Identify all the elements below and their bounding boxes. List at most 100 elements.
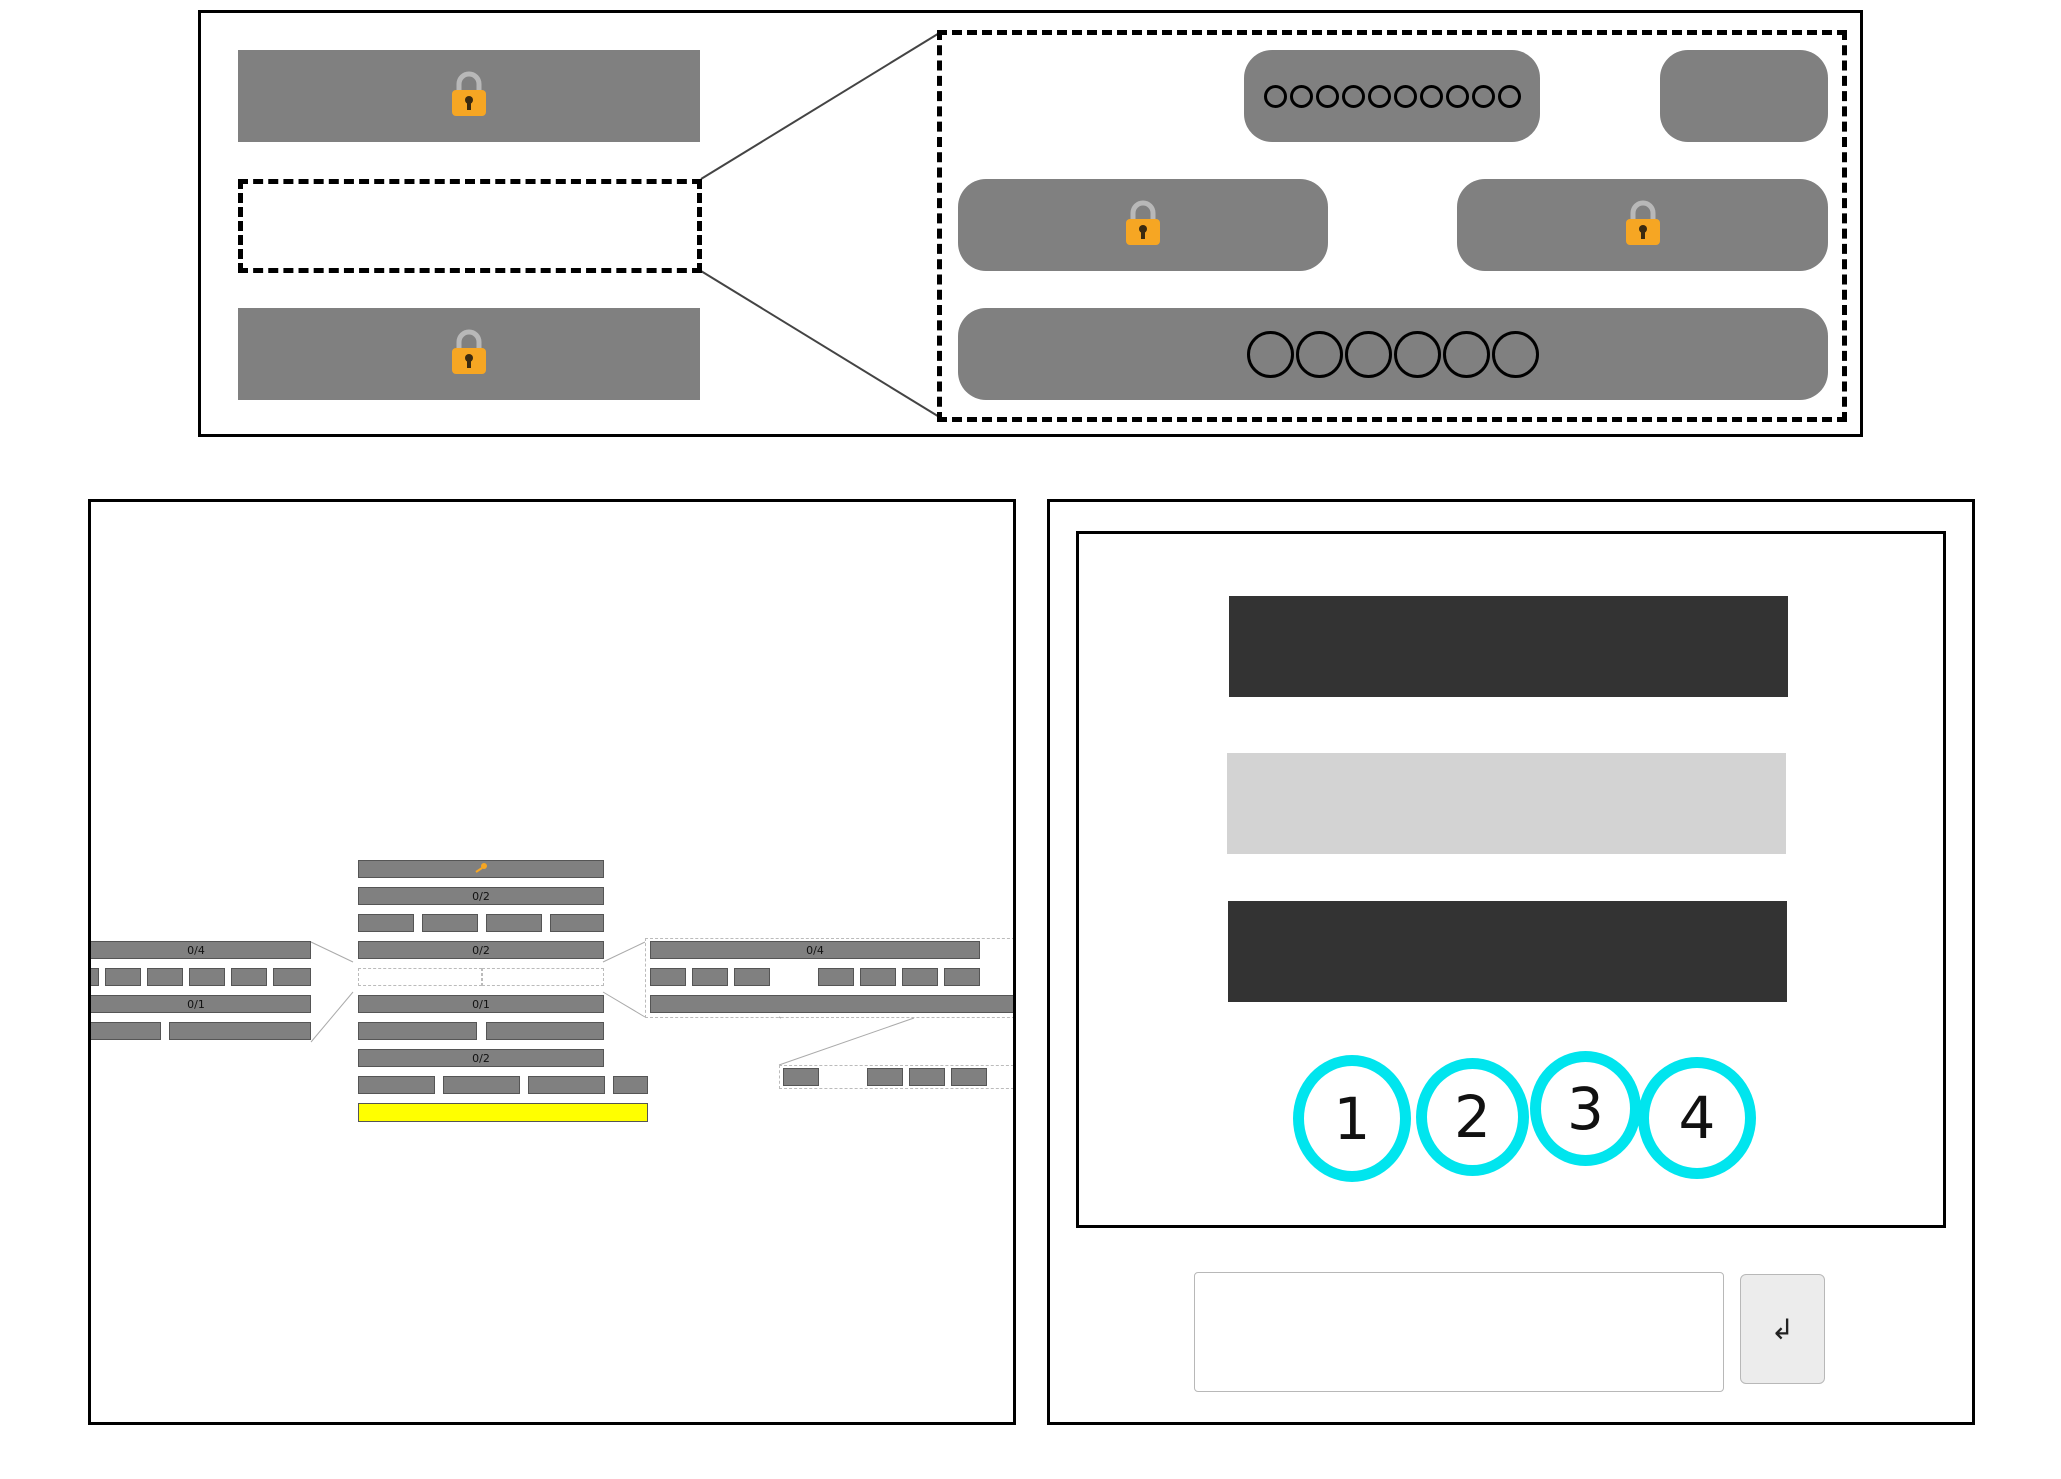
cell[interactable] — [818, 968, 854, 986]
small-circle — [1263, 84, 1287, 108]
lock-icon — [1624, 200, 1662, 250]
cell[interactable] — [860, 968, 896, 986]
answer-input[interactable] — [1194, 1272, 1724, 1392]
zoom-row3-circle-block[interactable] — [958, 308, 1828, 400]
cell[interactable] — [486, 914, 542, 932]
enter-button[interactable]: ↲ — [1740, 1274, 1825, 1384]
zoom-row2-locked-right[interactable] — [1457, 179, 1828, 271]
option-4[interactable]: 4 — [1638, 1057, 1756, 1179]
counter-label: 0/4 — [806, 943, 824, 957]
cell[interactable] — [550, 914, 604, 932]
locked-row-top[interactable] — [238, 50, 700, 142]
top-puzzle-panel — [198, 10, 1863, 437]
option-number: 3 — [1567, 1074, 1604, 1143]
row-counter[interactable]: 0/1 — [358, 995, 604, 1013]
cell[interactable] — [613, 1076, 648, 1094]
small-circle — [1471, 84, 1495, 108]
challenge-image-frame — [1076, 531, 1946, 1228]
small-circle — [1289, 84, 1313, 108]
option-number: 1 — [1333, 1084, 1371, 1153]
cell[interactable] — [909, 1068, 945, 1086]
cell[interactable] — [951, 1068, 987, 1086]
cell[interactable] — [443, 1076, 520, 1094]
small-circle — [1419, 84, 1443, 108]
cell[interactable] — [358, 914, 414, 932]
cell[interactable] — [422, 914, 478, 932]
dashed-slot[interactable] — [358, 968, 482, 986]
large-circle — [1345, 330, 1392, 378]
counter-label: 0/2 — [472, 943, 490, 957]
lock-icon — [1124, 200, 1162, 250]
small-circle — [1445, 84, 1469, 108]
counter-label: 0/2 — [472, 1051, 490, 1065]
option-number: 4 — [1678, 1084, 1716, 1152]
cell[interactable] — [189, 968, 225, 986]
small-circle — [1341, 84, 1365, 108]
cell[interactable] — [692, 968, 728, 986]
counter-label: 0/1 — [187, 997, 205, 1011]
small-circle — [1367, 84, 1391, 108]
row-counter[interactable]: 0/4 — [650, 941, 980, 959]
bar-1 — [1229, 596, 1788, 697]
locked-row-bottom[interactable] — [238, 308, 700, 400]
zoom-row1-block-right[interactable] — [1660, 50, 1828, 142]
dashed-outline — [779, 1065, 1013, 1089]
large-circle — [1247, 330, 1294, 378]
row-counter[interactable]: 0/2 — [358, 1049, 604, 1067]
cell[interactable] — [902, 968, 938, 986]
cell[interactable] — [231, 968, 267, 986]
bar-2 — [1227, 753, 1786, 854]
cell[interactable] — [147, 968, 183, 986]
row-counter[interactable]: 0/2 — [358, 887, 604, 905]
enter-icon: ↲ — [1770, 1312, 1795, 1346]
cell[interactable] — [273, 968, 311, 986]
large-circle — [1296, 330, 1343, 378]
small-circle — [1497, 84, 1521, 108]
small-circle — [1393, 84, 1417, 108]
lock-icon — [450, 329, 488, 379]
cell[interactable] — [650, 995, 1013, 1013]
cell[interactable] — [486, 1022, 604, 1040]
large-circle — [1492, 330, 1539, 378]
row-counter[interactable]: 0/2 — [358, 941, 604, 959]
option-number: 2 — [1454, 1083, 1491, 1151]
option-2[interactable]: 2 — [1416, 1058, 1529, 1176]
row-counter[interactable]: 0/4 — [91, 941, 311, 959]
option-3[interactable]: 3 — [1530, 1051, 1641, 1166]
lock-icon — [450, 71, 488, 121]
zoom-row2-locked-left[interactable] — [958, 179, 1328, 271]
overview-connector-lines — [310, 941, 915, 1066]
cell[interactable] — [650, 968, 686, 986]
cell[interactable] — [734, 968, 770, 986]
counter-label: 0/4 — [187, 943, 205, 957]
counter-label: 0/1 — [472, 997, 490, 1011]
zoomed-detail-box — [937, 30, 1847, 422]
highlighted-row[interactable] — [358, 1103, 648, 1122]
dashed-outline — [645, 938, 1013, 1018]
cell[interactable] — [91, 1022, 161, 1040]
key-row[interactable] — [358, 860, 604, 878]
large-circle — [1443, 330, 1490, 378]
key-icon — [474, 862, 488, 876]
cell[interactable] — [169, 1022, 311, 1040]
cell[interactable] — [358, 1022, 477, 1040]
cell[interactable] — [358, 1076, 435, 1094]
dashed-slot[interactable] — [482, 968, 604, 986]
selected-row-outline[interactable] — [238, 179, 702, 273]
bar-3 — [1228, 901, 1787, 1002]
option-1[interactable]: 1 — [1293, 1055, 1411, 1182]
zoom-connector-lines — [700, 31, 942, 419]
cell[interactable] — [944, 968, 980, 986]
cell[interactable] — [91, 968, 99, 986]
challenge-panel: 1 2 3 4 ↲ — [1047, 499, 1975, 1425]
counter-label: 0/2 — [472, 889, 490, 903]
cell[interactable] — [867, 1068, 903, 1086]
cell[interactable] — [528, 1076, 605, 1094]
overview-map-panel: 0/2 0/2 0/1 0/2 0/4 0/1 0/4 — [88, 499, 1016, 1425]
cell[interactable] — [783, 1068, 819, 1086]
row-counter[interactable]: 0/1 — [91, 995, 311, 1013]
small-circle — [1315, 84, 1339, 108]
large-circle — [1394, 330, 1441, 378]
cell[interactable] — [105, 968, 141, 986]
zoom-row1-circle-block[interactable] — [1244, 50, 1540, 142]
